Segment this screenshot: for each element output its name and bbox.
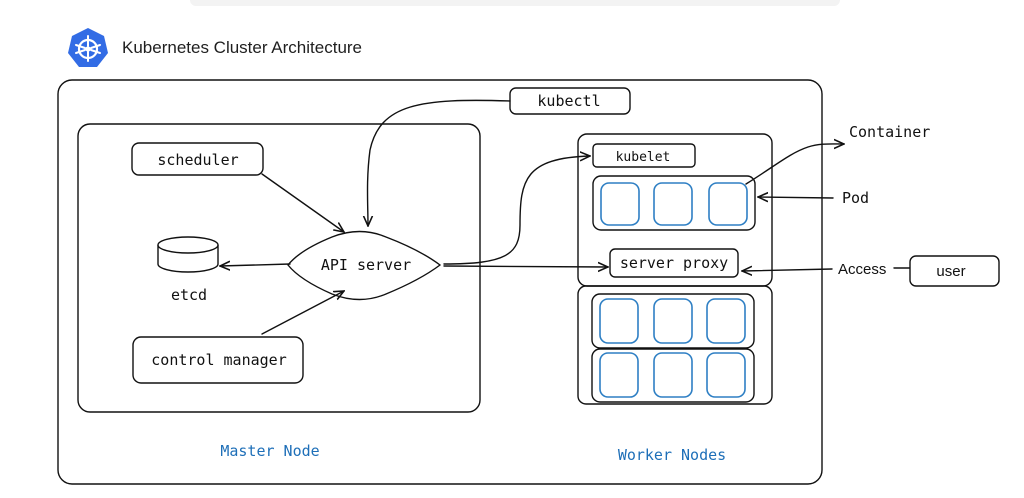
container-cell — [600, 182, 640, 226]
kubernetes-helm-icon — [68, 28, 108, 67]
diagram-title: Kubernetes Cluster Architecture — [122, 38, 363, 57]
worker-nodes-caption: Worker Nodes — [618, 446, 726, 464]
access-arrow — [742, 269, 833, 271]
container-cell — [706, 352, 746, 398]
container-cell — [599, 298, 639, 344]
cluster-frame — [57, 79, 823, 485]
kubelet-label: kubelet — [616, 150, 671, 165]
control-manager-box[interactable]: control manager — [132, 336, 304, 384]
container-cell — [653, 298, 693, 344]
api-server-node[interactable]: API server — [287, 230, 442, 301]
top-scroll-shadow — [190, 0, 840, 6]
pod-row-3[interactable] — [591, 348, 755, 403]
container-cell — [706, 298, 746, 344]
control-manager-label: control manager — [151, 351, 286, 369]
user-box[interactable]: user — [909, 255, 1000, 287]
kubectl-box[interactable]: kubectl — [509, 87, 631, 115]
pod-annotation: Pod — [842, 189, 869, 207]
pod-row-2[interactable] — [591, 293, 755, 349]
kubelet-box[interactable]: kubelet — [592, 143, 696, 168]
container-cell — [708, 182, 748, 226]
server-proxy-box[interactable]: server proxy — [609, 248, 739, 278]
container-pointer-arrow — [745, 144, 844, 185]
api-to-server-proxy-arrow — [443, 266, 608, 267]
scheduler-box[interactable]: scheduler — [131, 142, 264, 176]
container-cell — [653, 352, 693, 398]
master-node-caption: Master Node — [220, 442, 319, 460]
api-to-kubelet-arrow — [443, 156, 590, 265]
pod-pointer-arrow — [758, 197, 834, 198]
worker-nodes-stack-frame — [577, 285, 773, 405]
api-server-label: API server — [321, 256, 411, 274]
etcd-label: etcd — [171, 286, 207, 304]
pod-row-1[interactable] — [592, 175, 756, 231]
control-manager-to-api-arrow — [261, 291, 344, 335]
diagram-header: Kubernetes Cluster Architecture — [66, 26, 362, 70]
user-label: user — [936, 263, 965, 280]
scheduler-to-api-arrow — [261, 173, 344, 232]
master-node-frame — [77, 123, 481, 413]
etcd-database[interactable]: etcd — [157, 236, 219, 304]
access-label: Access — [838, 261, 886, 278]
kubectl-label: kubectl — [537, 92, 600, 110]
server-proxy-label: server proxy — [620, 254, 728, 272]
api-to-etcd-arrow — [220, 264, 291, 266]
container-annotation: Container — [849, 123, 930, 141]
container-cell — [599, 352, 639, 398]
kubectl-to-api-arrow — [368, 99, 511, 226]
scheduler-label: scheduler — [157, 151, 238, 169]
container-cell — [653, 182, 693, 226]
